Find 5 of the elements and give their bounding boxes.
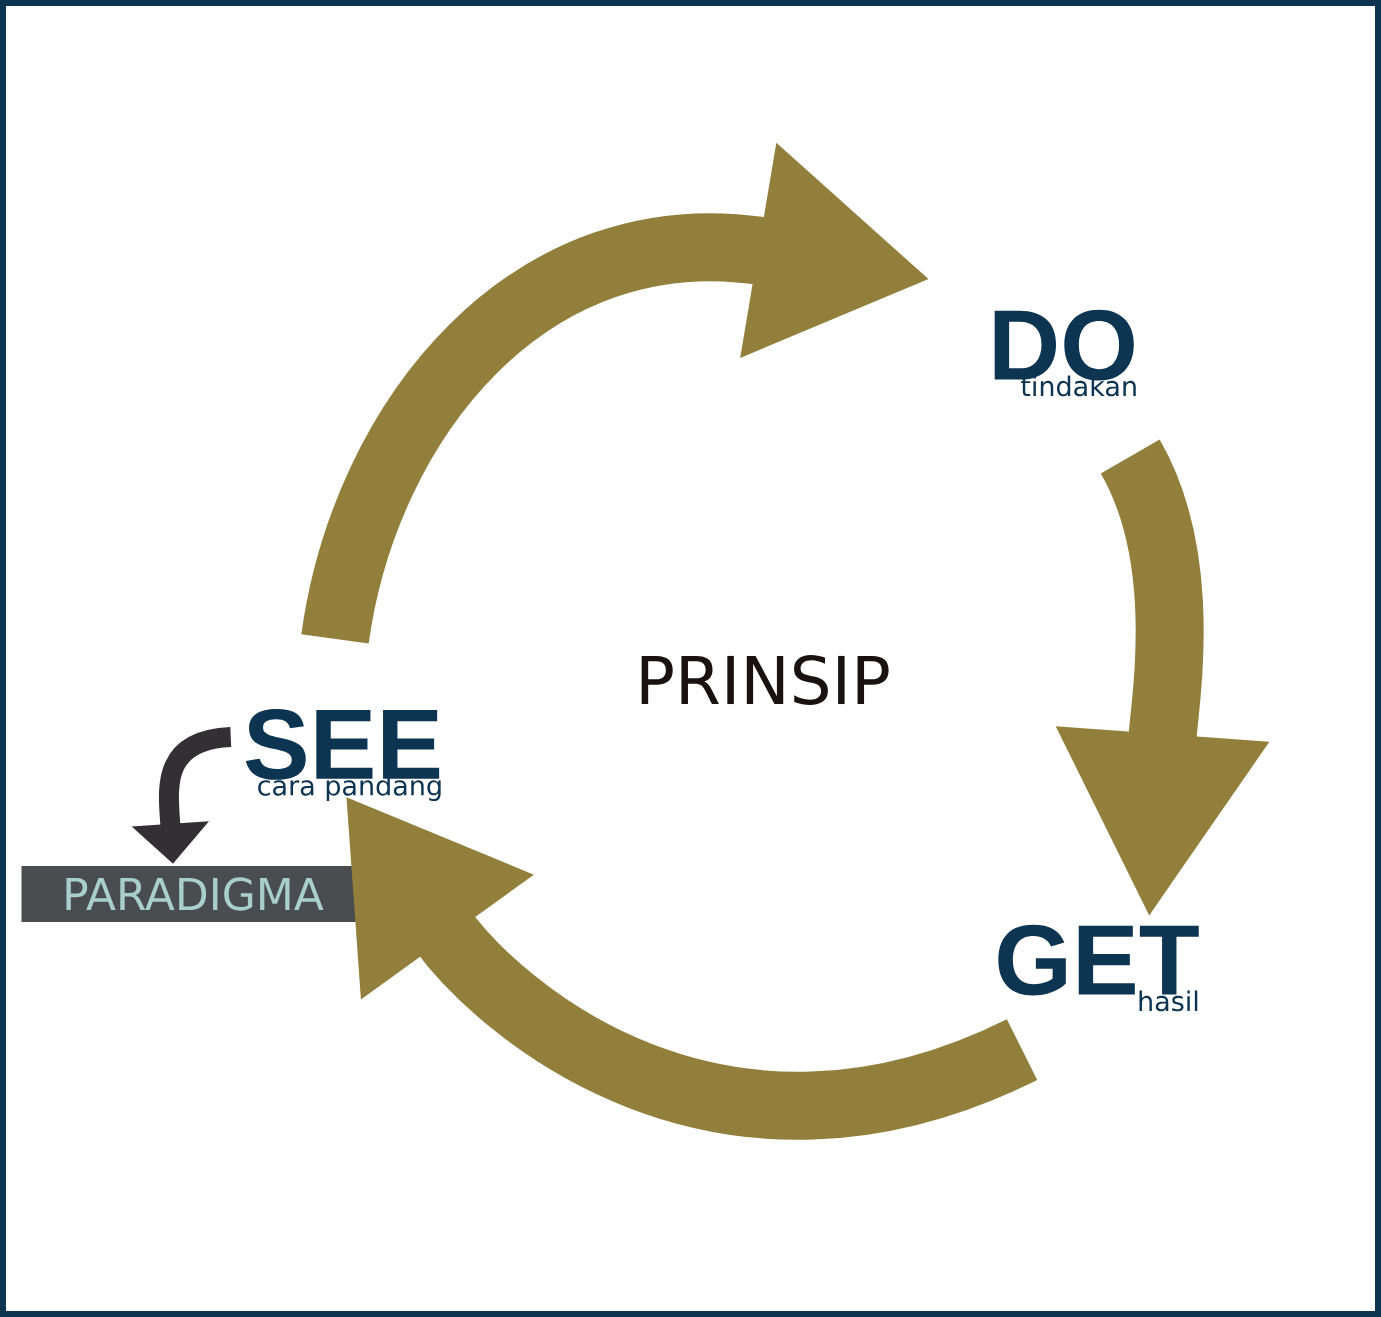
label-box: PARADIGMA	[21, 866, 365, 922]
stage-label: DO tindakan	[994, 309, 1136, 397]
stage-label: SEE cara pandang	[245, 709, 441, 801]
stage-label: GET hasil	[998, 924, 1199, 1012]
center-text: PRINSIP	[641, 655, 889, 705]
